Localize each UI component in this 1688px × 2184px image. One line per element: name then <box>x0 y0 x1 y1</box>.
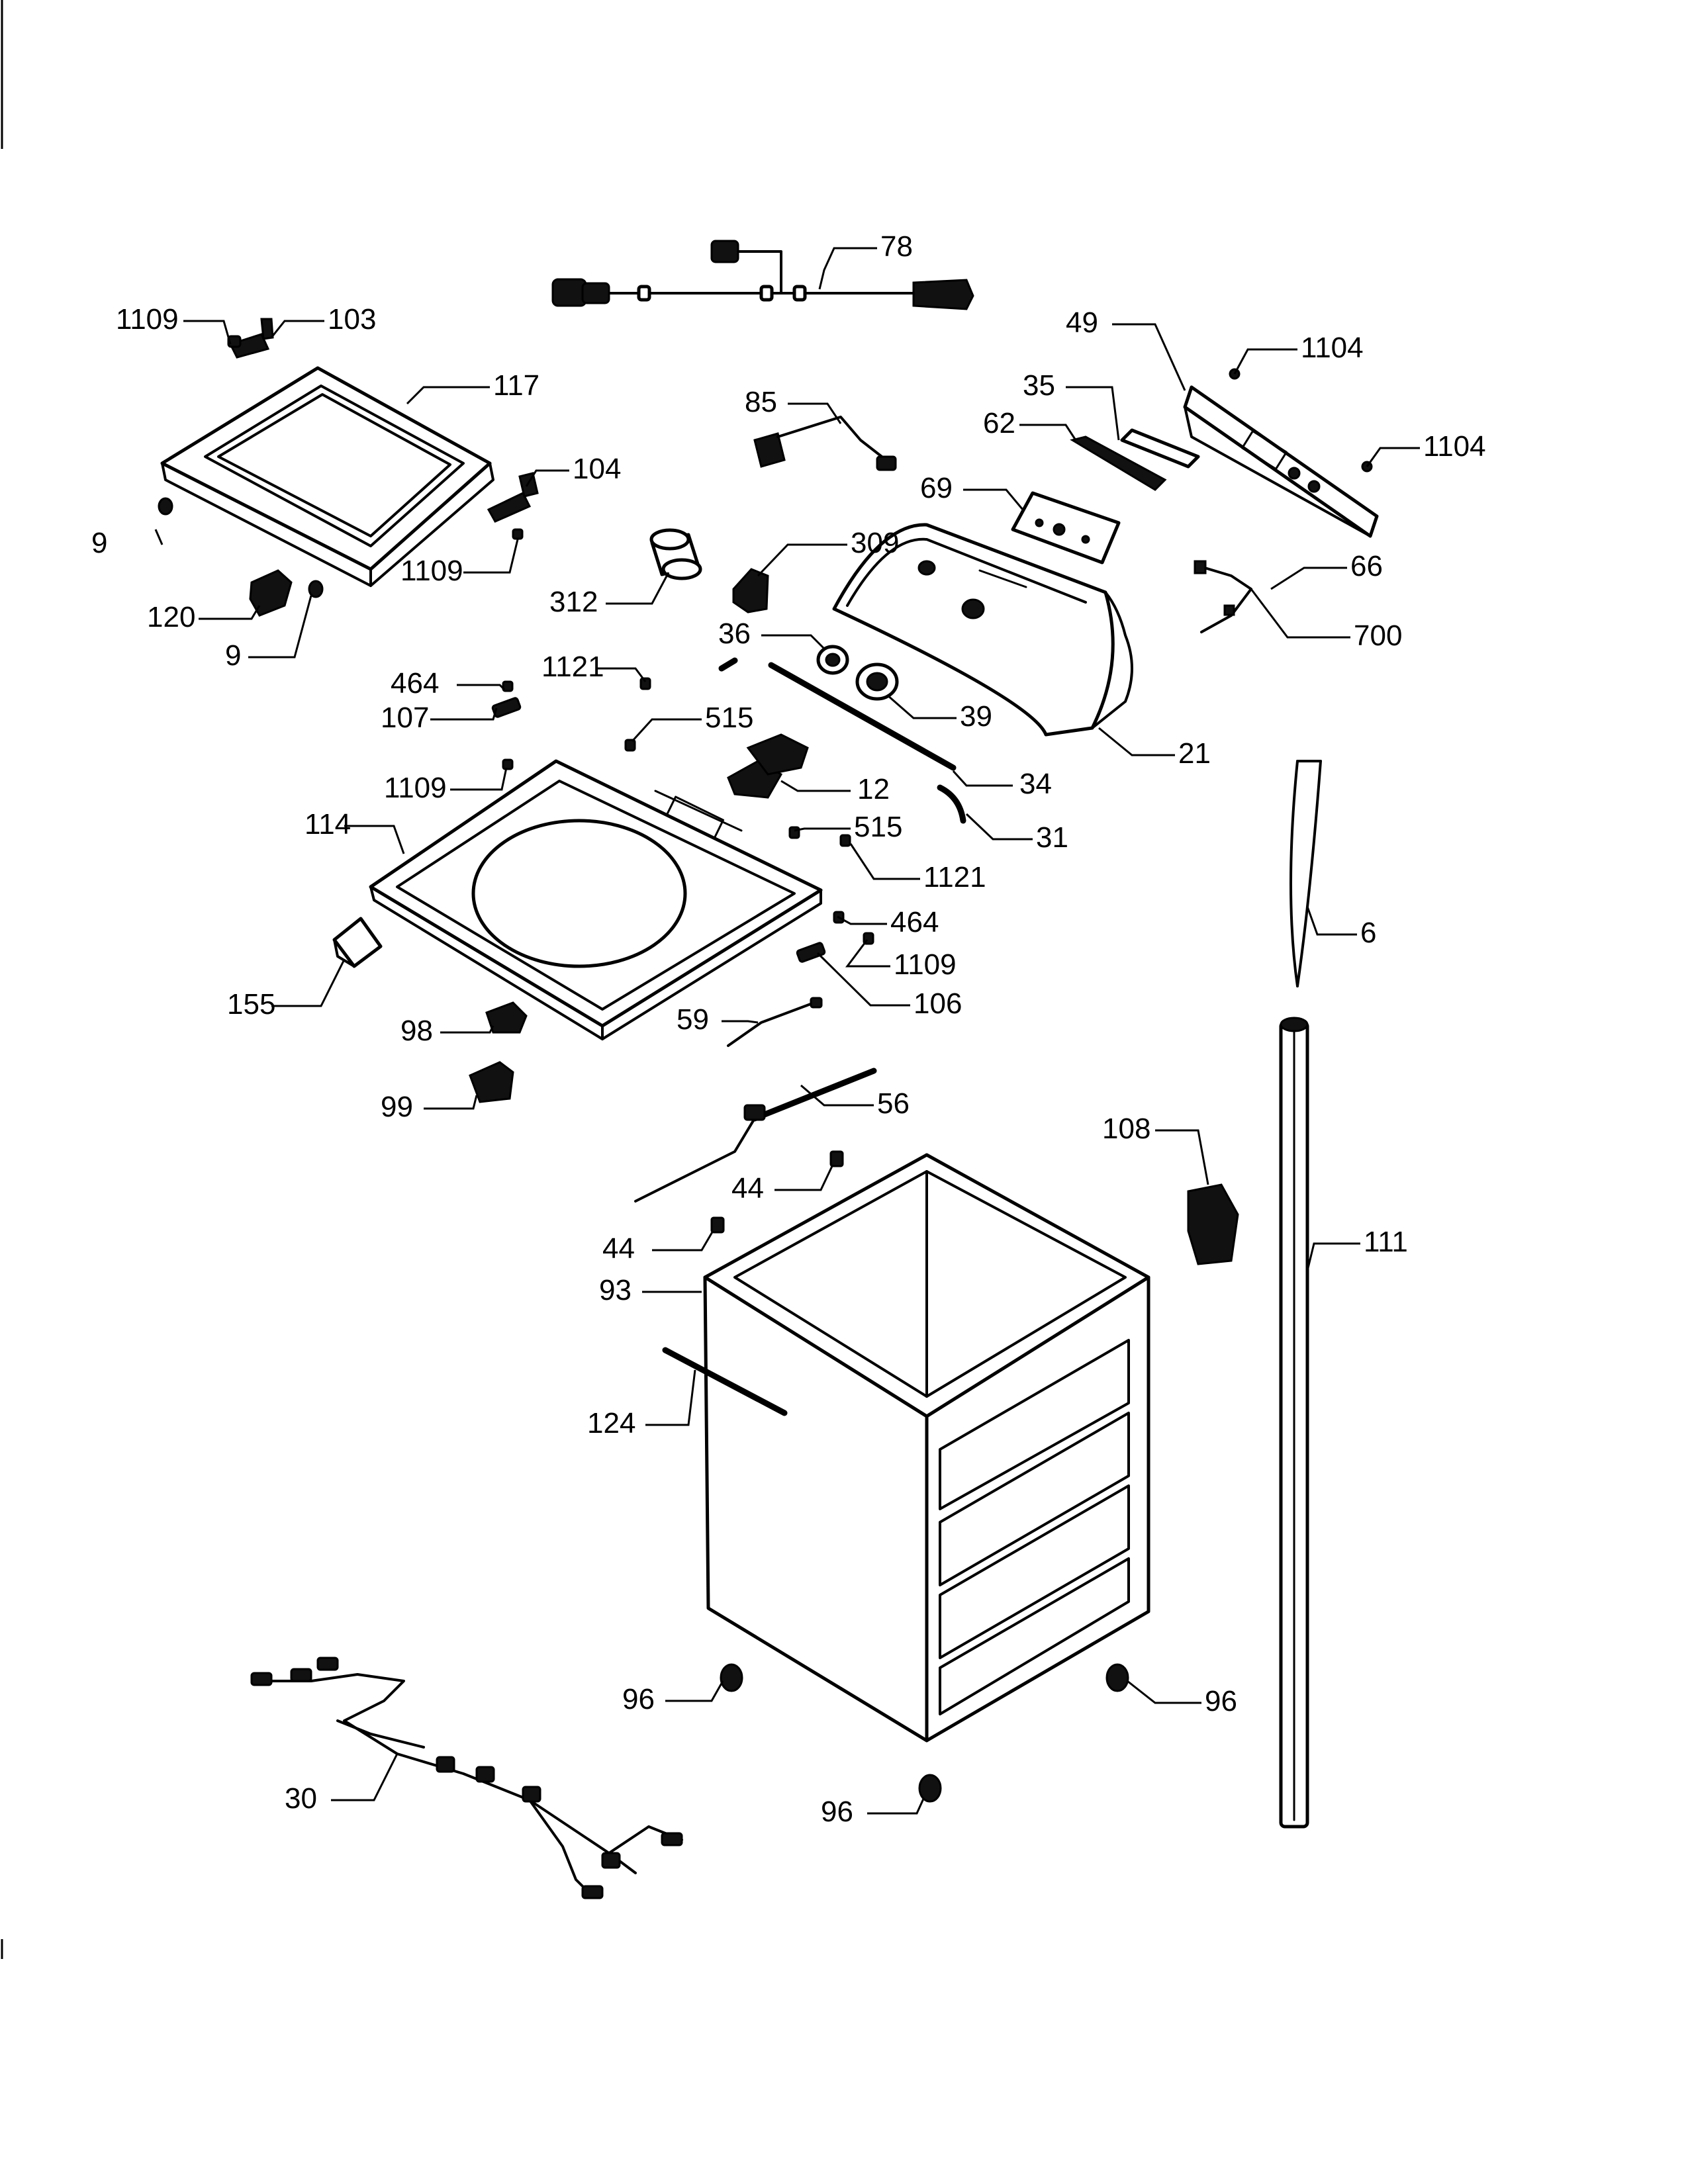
callout-66: 66 <box>1350 550 1383 582</box>
callout-12: 12 <box>857 773 890 805</box>
callout-98: 98 <box>400 1015 433 1047</box>
clip-part <box>710 1150 844 1234</box>
callout-515-b: 515 <box>854 811 902 843</box>
callout-31: 31 <box>1036 821 1068 854</box>
callout-106: 106 <box>914 987 962 1020</box>
callout-114: 114 <box>305 808 351 841</box>
callout-85: 85 <box>745 386 777 418</box>
power-cord-part <box>551 240 974 310</box>
wire-harness-part <box>634 997 877 1203</box>
callout-1109-a: 1109 <box>116 303 179 336</box>
callout-44-a: 44 <box>731 1172 764 1205</box>
console-harness-part <box>1194 560 1252 633</box>
pressure-switch-part <box>1187 1183 1239 1265</box>
switch-harness-part <box>753 416 897 471</box>
callout-1109-c: 1109 <box>384 772 447 804</box>
lid-hinge-part <box>227 318 274 359</box>
callout-34: 34 <box>1019 768 1052 800</box>
knob-part <box>816 645 899 701</box>
foot-bracket-part <box>332 917 383 968</box>
callout-120: 120 <box>147 601 195 633</box>
callout-1104-b: 1104 <box>1423 430 1486 463</box>
cabinet-strip-part <box>662 1347 788 1416</box>
callout-107: 107 <box>381 702 429 734</box>
washer-lid-part <box>160 366 494 587</box>
callout-1109-d: 1109 <box>894 948 957 981</box>
callout-108: 108 <box>1102 1113 1150 1145</box>
callout-312: 312 <box>549 586 598 618</box>
callout-309: 309 <box>851 527 899 559</box>
dispenser-cup-part <box>649 528 702 580</box>
callout-9-partial: 9 <box>91 527 107 559</box>
rod-and-hose-part <box>718 657 966 824</box>
callout-515-a: 515 <box>705 702 753 734</box>
lid-switch-part <box>732 568 769 614</box>
callout-464-b: 464 <box>890 906 939 938</box>
leveling-foot-part <box>720 1663 1129 1803</box>
main-wire-harness-part <box>250 1657 683 1899</box>
screw-part <box>1229 368 1373 473</box>
callout-56: 56 <box>877 1087 910 1120</box>
callout-1121-b: 1121 <box>923 861 986 893</box>
callout-78: 78 <box>880 230 913 263</box>
control-console-part <box>832 523 1133 737</box>
callout-464-a: 464 <box>391 667 439 700</box>
water-valve-part <box>727 733 809 799</box>
callout-39: 39 <box>960 700 992 733</box>
callout-69: 69 <box>920 472 953 504</box>
callout-124: 124 <box>587 1407 635 1439</box>
callout-59: 59 <box>677 1003 709 1036</box>
callout-1109-b: 1109 <box>400 555 463 587</box>
callout-111: 111 <box>1364 1226 1408 1258</box>
callout-155: 155 <box>227 988 275 1021</box>
cover-fastener-part <box>788 826 874 963</box>
lid-latch-part <box>487 472 539 540</box>
callout-99: 99 <box>381 1091 413 1123</box>
lid-bumper-part <box>158 497 324 598</box>
callout-62: 62 <box>983 407 1015 439</box>
callout-35: 35 <box>1023 369 1055 402</box>
cabinet-part <box>703 1153 1150 1743</box>
callout-44-b: 44 <box>602 1232 635 1265</box>
callout-21: 21 <box>1178 737 1211 770</box>
callout-1121-a: 1121 <box>541 651 604 683</box>
top-cover-part <box>369 759 823 1040</box>
console-panel-part <box>1070 385 1379 538</box>
callout-117: 117 <box>493 369 539 402</box>
callout-1104-a: 1104 <box>1301 332 1364 364</box>
callout-93: 93 <box>599 1274 632 1306</box>
callout-30: 30 <box>285 1782 317 1815</box>
callout-700: 700 <box>1354 619 1402 652</box>
support-rod-part <box>1279 1017 1309 1829</box>
leader-lines <box>154 247 1420 1815</box>
callout-9: 9 <box>225 639 241 672</box>
callout-6: 6 <box>1360 917 1376 949</box>
callout-96-a: 96 <box>622 1683 655 1715</box>
hinge-block-part <box>249 569 293 617</box>
callout-labels: 78 1109 103 49 1104 117 85 35 62 1104 10… <box>91 230 1486 1828</box>
callout-96-c: 96 <box>821 1796 853 1828</box>
callout-36: 36 <box>718 617 751 650</box>
callout-104: 104 <box>573 453 621 485</box>
control-board-part <box>1011 491 1121 565</box>
callout-96-b: 96 <box>1205 1685 1237 1717</box>
drain-hose-part <box>1289 760 1322 987</box>
lock-assembly-part <box>469 1001 528 1103</box>
fastener-cluster-part <box>491 677 651 770</box>
callout-103: 103 <box>328 303 376 336</box>
callout-49: 49 <box>1066 306 1098 339</box>
